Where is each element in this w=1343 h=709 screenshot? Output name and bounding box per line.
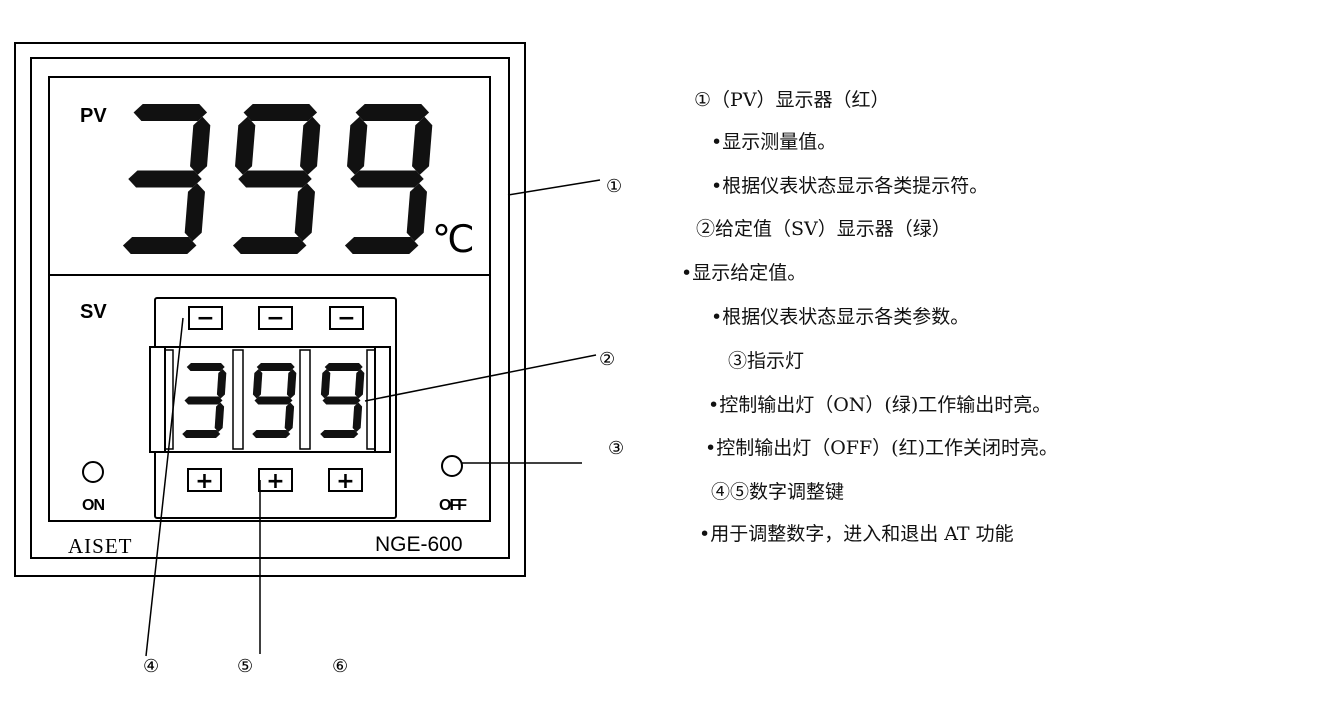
sv-label: SV: [80, 301, 107, 323]
pv-digit-1-seg-d: [122, 237, 197, 254]
description-line: •用于调整数字，进入和退出 AT 功能: [699, 523, 1014, 545]
leader-line-4: [145, 317, 184, 657]
sv-window-separator: [232, 349, 244, 450]
pv-digit-1-seg-g: [128, 170, 202, 188]
callout-2: ②: [599, 349, 615, 370]
sv-digit-1-seg-b: [216, 369, 227, 399]
description-line: ③指示灯: [728, 350, 805, 372]
sv-display-window: [149, 346, 391, 453]
minus-button-frame[interactable]: [329, 306, 364, 330]
plus-icon: +: [336, 469, 354, 494]
off-indicator-label: OFF: [439, 497, 467, 514]
sv-digit-1-seg-d: [182, 430, 221, 438]
pv-digit-1-seg-a: [133, 104, 208, 121]
pv-digit-3-seg-c: [406, 183, 427, 242]
pv-digit-1-seg-c: [184, 183, 205, 242]
description-line: ②给定值（SV）显示器（绿）: [696, 218, 951, 240]
sv-digit-1-seg-g: [184, 396, 223, 405]
description-line: •根据仪表状态显示各类提示符。: [711, 175, 989, 197]
sv-window-cap-left: [149, 346, 166, 453]
pv-unit-label: ℃: [432, 217, 475, 261]
pv-digit: [122, 104, 211, 254]
plus-icon: +: [266, 469, 284, 494]
sv-digit-2-seg-c: [284, 402, 295, 432]
on-indicator-lamp-icon: [82, 461, 104, 483]
description-line: ①（PV）显示器（红）: [694, 89, 890, 111]
pv-digit-2-seg-f: [235, 116, 256, 175]
pv-display: [122, 104, 433, 254]
sv-digit-3-seg-d: [320, 430, 359, 438]
plus-button-1[interactable]: +: [187, 468, 222, 494]
callout-5: ⑤: [237, 656, 253, 677]
sv-window-cap-right: [374, 346, 391, 453]
pv-digit-2-seg-g: [238, 170, 312, 188]
plus-button-frame[interactable]: [258, 468, 293, 492]
sv-digit-1-seg-a: [186, 363, 225, 371]
minus-button-2[interactable]: −: [258, 306, 293, 331]
callout-1: ①: [606, 176, 622, 197]
minus-icon: −: [196, 306, 214, 331]
callout-4: ④: [143, 656, 159, 677]
sv-digit: [182, 363, 227, 438]
description-line: •显示测量值。: [711, 131, 837, 153]
sv-digit: [252, 363, 297, 438]
leader-line-1: [507, 179, 601, 196]
sv-digit-2-seg-f: [252, 369, 263, 399]
sv-window-separator: [299, 349, 311, 450]
pv-digit-3-seg-a: [355, 104, 430, 121]
description-line: •控制输出灯（OFF）(红)工作关闭时亮。: [705, 437, 1058, 459]
pv-digit-3-seg-b: [412, 116, 433, 175]
sv-digit-3-seg-b: [354, 369, 365, 399]
pv-digit-3-seg-g: [350, 170, 424, 188]
pv-digit-2-seg-a: [243, 104, 318, 121]
sv-digit: [320, 363, 365, 438]
leader-line-2: [364, 354, 597, 402]
pv-digit-3-seg-f: [347, 116, 368, 175]
minus-button-1[interactable]: −: [188, 306, 223, 331]
sv-digit-3-seg-c: [352, 402, 363, 432]
description-line: •根据仪表状态显示各类参数。: [711, 306, 970, 328]
plus-icon: +: [195, 469, 213, 494]
pv-digit: [232, 104, 321, 254]
display-frame: [48, 76, 491, 522]
plus-button-2[interactable]: +: [258, 468, 293, 494]
plus-button-3[interactable]: +: [328, 468, 363, 494]
on-indicator-label: ON: [82, 497, 104, 514]
pv-label: PV: [80, 105, 107, 127]
description-line: •显示给定值。: [681, 262, 807, 284]
description-line: •控制输出灯（ON）(绿)工作输出时亮。: [708, 394, 1052, 416]
sv-digit-3-seg-g: [322, 396, 361, 405]
sv-display: [182, 363, 365, 438]
callout-6: ⑥: [332, 656, 348, 677]
minus-button-3[interactable]: −: [329, 306, 364, 331]
outer-frame: [14, 42, 526, 577]
pv-digit-1-seg-b: [190, 116, 211, 175]
callout-3: ③: [608, 438, 624, 459]
minus-icon: −: [266, 306, 284, 331]
pv-digit-2-seg-c: [294, 183, 315, 242]
minus-button-frame[interactable]: [258, 306, 293, 330]
pv-digit: [344, 104, 433, 254]
sv-digit-2-seg-g: [254, 396, 293, 405]
sv-digit-3-seg-f: [320, 369, 331, 399]
plus-button-frame[interactable]: [328, 468, 363, 492]
pv-digit-2-seg-b: [300, 116, 321, 175]
minus-icon: −: [337, 306, 355, 331]
off-indicator-lamp-icon: [441, 455, 463, 477]
inner-frame: [30, 57, 510, 559]
plus-button-frame[interactable]: [187, 468, 222, 492]
sv-digit-2-seg-d: [252, 430, 291, 438]
model-label: NGE-600: [375, 533, 463, 556]
brand-label: AISET: [68, 534, 133, 558]
sv-digit-2-seg-b: [286, 369, 297, 399]
pv-digit-2-seg-d: [232, 237, 307, 254]
description-line: ④⑤数字调整键: [711, 481, 845, 503]
minus-button-frame[interactable]: [188, 306, 223, 330]
sv-digit-1-seg-c: [214, 402, 225, 432]
sv-digit-2-seg-a: [256, 363, 295, 371]
pv-digit-3-seg-d: [344, 237, 419, 254]
sv-digit-3-seg-a: [324, 363, 363, 371]
